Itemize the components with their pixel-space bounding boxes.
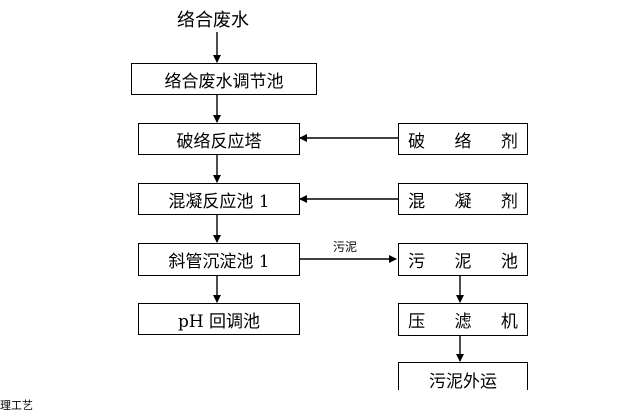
node-filter-press: 压 滤 机: [398, 303, 528, 336]
input-label: 络合废水: [177, 10, 249, 31]
node-settler: 斜管沉淀池 1: [138, 243, 300, 276]
node-sludge-out: 污泥外运: [398, 362, 528, 392]
node-ph-adjust-tank: pH 回调池: [138, 303, 300, 335]
edge-label-sludge: 污泥: [333, 240, 358, 254]
caption-fragment: 理工艺: [0, 399, 33, 412]
node-breaking-tower: 破络反应塔: [138, 123, 300, 155]
node-breaking-agent: 破 络 剂: [398, 123, 528, 155]
node-sludge-tank: 污 泥 池: [398, 243, 528, 276]
node-coagulant: 混 凝 剂: [398, 183, 528, 215]
node-coagulation-tank: 混凝反应池 1: [138, 183, 300, 215]
node-regulating-tank: 络合废水调节池: [131, 63, 317, 95]
